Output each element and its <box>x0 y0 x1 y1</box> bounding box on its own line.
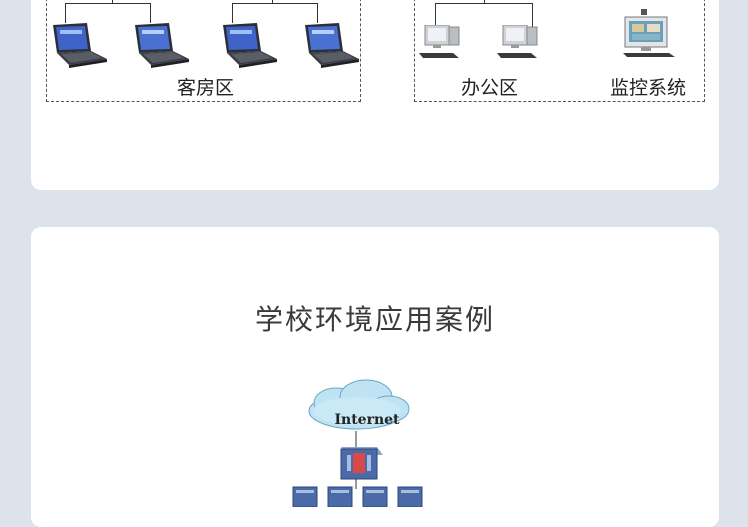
network-topology-diagram: Internet <box>292 379 423 507</box>
guest-room-zone: 客房区 <box>46 0 361 102</box>
guest-zone-wire-bus-left <box>65 3 151 4</box>
internet-cloud-icon <box>308 379 410 430</box>
guest-zone-wire-trunk-right <box>272 0 273 3</box>
desktop-computer-icon <box>419 25 460 58</box>
surveillance-monitor-icon <box>623 9 675 57</box>
laptop-icon <box>135 23 189 68</box>
laptop-icon <box>53 23 107 68</box>
office-zone-drop-2 <box>532 3 533 27</box>
school-case-card: 学校环境应用案例 Internet <box>31 227 719 527</box>
hotel-case-card: 客房区 <box>31 0 719 190</box>
section-title: 学校环境应用案例 <box>254 303 495 336</box>
laptop-icon <box>305 23 359 68</box>
office-zone-label: 办公区 <box>461 77 519 99</box>
switch-icon <box>397 486 423 507</box>
guest-zone-drop-4 <box>317 3 318 23</box>
office-zone-wire-trunk <box>484 0 485 3</box>
internet-label: Internet <box>334 412 400 428</box>
switch-icon <box>327 486 353 507</box>
firewall-router-icon <box>340 447 383 480</box>
desktop-computer-icon <box>497 25 538 58</box>
guest-zone-drop-1 <box>65 3 66 23</box>
monitoring-system-label: 监控系统 <box>610 77 687 99</box>
switch-icon <box>292 486 318 507</box>
switch-icon <box>362 486 388 507</box>
guest-zone-drop-2 <box>150 3 151 23</box>
guest-zone-wire-bus-right <box>232 3 318 4</box>
office-zone: 办公区 监控系统 <box>414 0 705 102</box>
laptop-icon <box>223 23 277 68</box>
guest-room-zone-label: 客房区 <box>177 77 235 99</box>
guest-zone-wire-trunk-left <box>112 0 113 3</box>
office-zone-wire-bus <box>435 3 533 4</box>
guest-zone-drop-3 <box>232 3 233 23</box>
office-zone-drop-1 <box>435 3 436 27</box>
